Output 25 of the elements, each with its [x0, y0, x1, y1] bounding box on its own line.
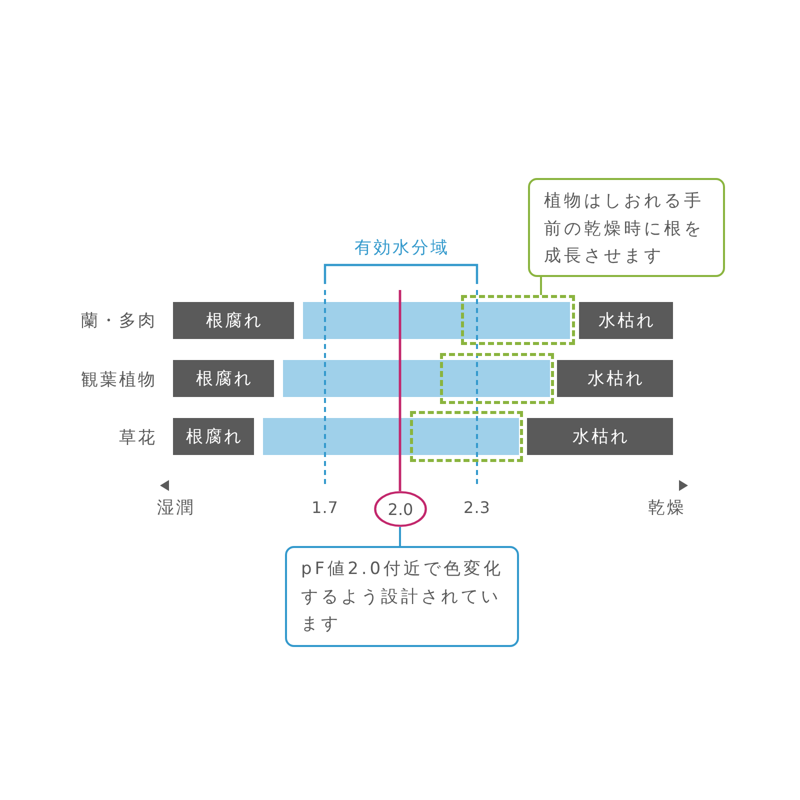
dashed-highlight-box: [461, 295, 575, 345]
dashed-highlight-box: [410, 411, 523, 462]
leader-line: [540, 277, 542, 295]
axis-end-label: 湿潤: [157, 497, 195, 519]
condition-box: 水枯れ: [579, 302, 673, 339]
callout-box: pF値2.0付近で色変化するよう設計されています: [285, 546, 519, 647]
row-label: 観葉植物: [81, 369, 157, 391]
leader-line: [399, 527, 401, 546]
row-label: 蘭・多肉: [81, 310, 157, 332]
condition-box: 根腐れ: [173, 302, 294, 339]
range-bar: [303, 302, 570, 339]
condition-box: 根腐れ: [173, 360, 274, 397]
value-circle: 2.0: [374, 491, 427, 527]
axis-end-label: 乾燥: [648, 497, 686, 519]
dashed-highlight-box: [440, 353, 554, 404]
tick-label: 1.7: [312, 497, 338, 519]
callout-box: 植物はしおれる手前の乾燥時に根を成長させます: [528, 178, 725, 277]
condition-box: 根腐れ: [173, 418, 254, 455]
bracket-label: 有効水分域: [354, 237, 450, 259]
tick-label: 2.3: [464, 497, 490, 519]
range-bar: [283, 360, 550, 397]
range-bar: [263, 418, 519, 455]
row-label: 草花: [119, 427, 157, 449]
condition-box: 水枯れ: [527, 418, 673, 455]
condition-box: 水枯れ: [557, 360, 673, 397]
